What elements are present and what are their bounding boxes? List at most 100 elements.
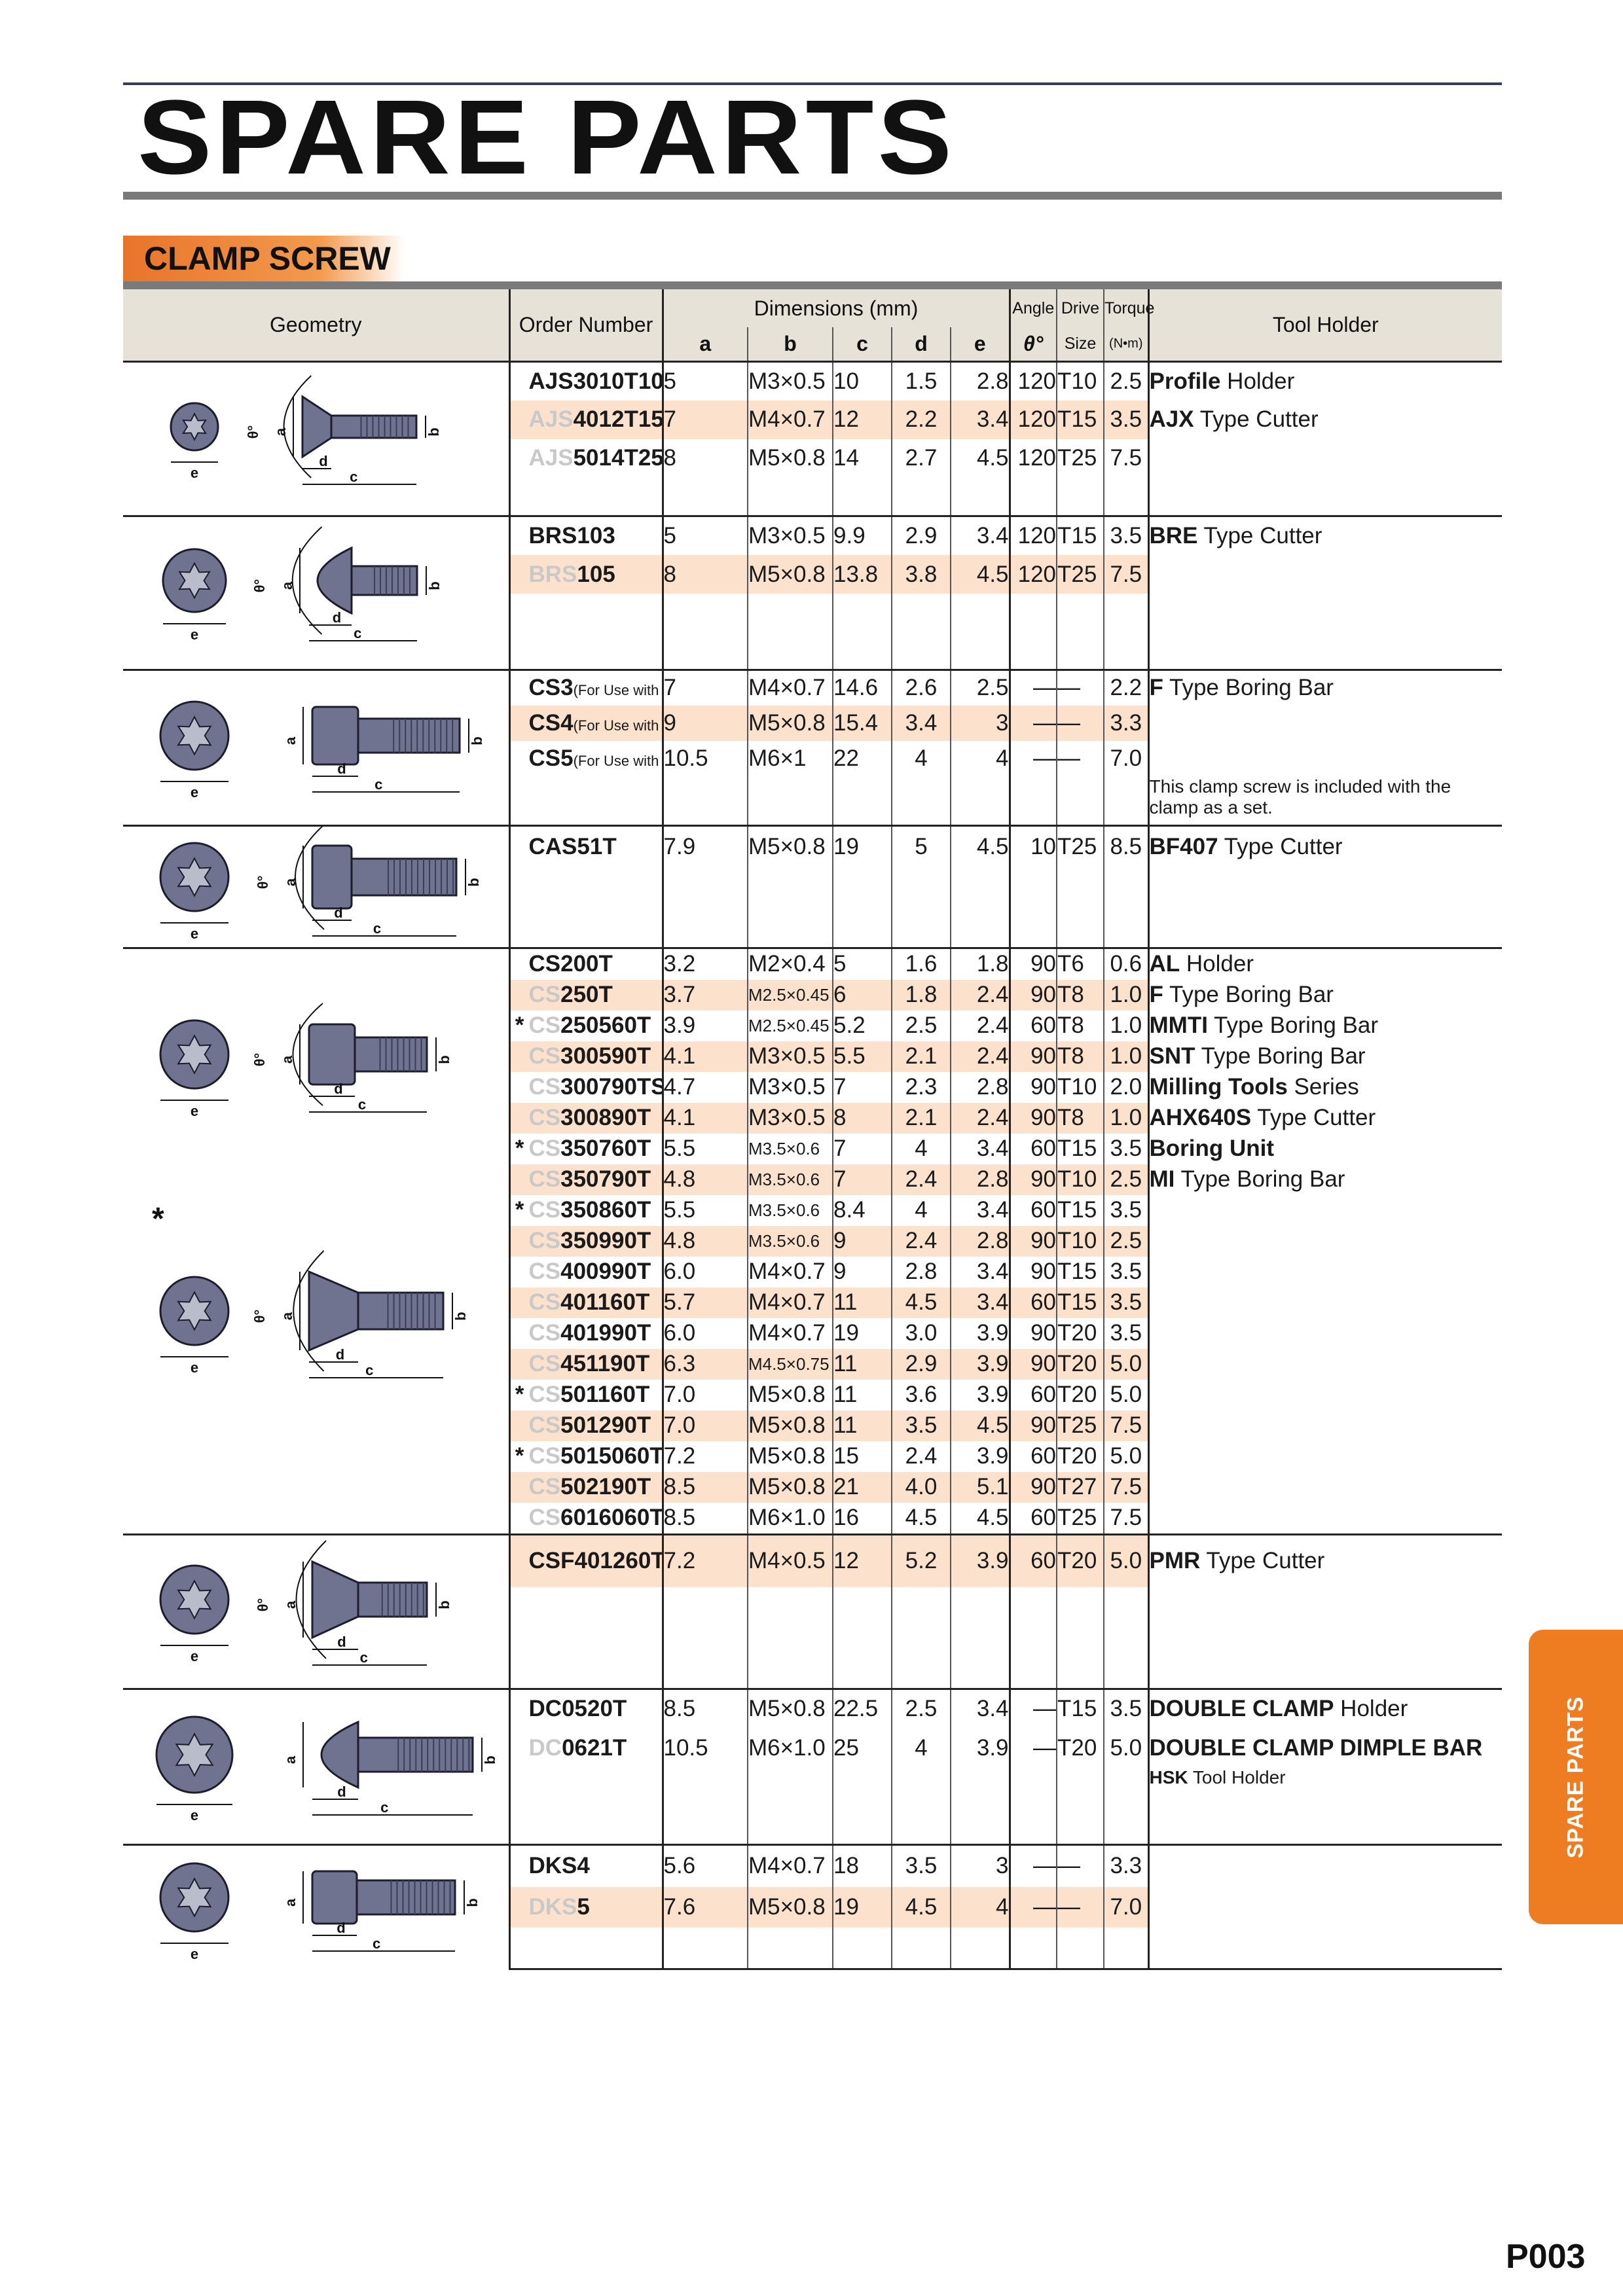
blank-cell — [832, 776, 892, 825]
dim-label-d: d — [338, 761, 346, 777]
cell-torque: 1.0 — [1103, 1041, 1149, 1072]
cell-e: 4 — [949, 1886, 1010, 1928]
blank-cell — [949, 476, 1010, 516]
blank-order — [508, 1928, 663, 1971]
dim-label-a: a — [282, 1600, 299, 1609]
tool-holder-cell — [1147, 593, 1503, 631]
blank-cell — [1056, 476, 1104, 516]
top-rule — [123, 82, 1502, 85]
cell-e: 3 — [949, 1843, 1010, 1887]
order-prefix: CS — [528, 1197, 561, 1223]
blank-cell — [891, 1767, 951, 1806]
dim-label-e: e — [191, 1103, 198, 1119]
header-order-number: Order Number — [508, 289, 663, 361]
order-number-cell: *CS501160T — [508, 1379, 663, 1410]
side-view — [311, 706, 461, 765]
cell-b: M5×0.8 — [747, 555, 833, 594]
side-view — [311, 1560, 428, 1639]
tool-holder-cell — [1147, 1805, 1503, 1844]
cell-c: 21 — [832, 1471, 892, 1503]
cell-torque: 7.0 — [1103, 1886, 1149, 1928]
cell-d: 4 — [891, 741, 951, 777]
holder-note: This clamp screw is included with the cl… — [1149, 776, 1451, 818]
cell-d: 3.8 — [891, 555, 951, 594]
cell-drive: T27 — [1056, 1471, 1104, 1503]
order-number-cell: CS401990T — [508, 1318, 663, 1349]
end-view — [159, 1862, 230, 1932]
cell-e: 2.4 — [949, 1102, 1010, 1134]
order-prefix: BRS — [528, 561, 577, 587]
order-suffix: 250560T — [560, 1013, 651, 1038]
blank-cell — [891, 476, 951, 516]
blank-row — [123, 1587, 1503, 1638]
dim-label-theta: θ° — [255, 1598, 271, 1611]
cell-a: 10.5 — [661, 741, 748, 777]
cell-c: 22.5 — [832, 1687, 892, 1729]
cell-a: 4.8 — [661, 1225, 748, 1257]
cell-torque: 5.0 — [1103, 1379, 1149, 1410]
order-suffix: 4012T15 — [573, 406, 663, 433]
dim-label-e: e — [191, 1807, 198, 1823]
tool-holder-text: Holder — [1180, 951, 1254, 977]
cell-angle: 90 — [1008, 946, 1057, 980]
blank-cell — [891, 906, 951, 948]
blank-cell — [891, 1805, 951, 1844]
dim-label-c: c — [373, 920, 381, 937]
cell-b: M4×0.7 — [747, 1318, 833, 1349]
order-prefix: CS — [528, 1013, 561, 1038]
cell-c: 10 — [832, 360, 892, 401]
torx-socket-icon — [177, 856, 212, 897]
blank-cell — [661, 906, 748, 948]
cell-a: 7.6 — [661, 1886, 748, 1928]
cell-e: 2.5 — [949, 668, 1010, 706]
order-number-cell: DKS5 — [508, 1886, 663, 1928]
cell-b: M4.5×0.75 — [747, 1348, 833, 1380]
cell-d: 4 — [891, 1729, 951, 1768]
cell-drive: T25 — [1056, 1410, 1104, 1441]
header-torque-unit: (N•m) — [1103, 327, 1149, 361]
order-prefix: CS — [528, 951, 561, 977]
order-suffix: 3010T10 — [573, 368, 663, 394]
tool-holder-cell — [1147, 1318, 1503, 1349]
cell-e: 3.4 — [949, 1687, 1010, 1729]
blank-cell — [1103, 630, 1149, 670]
dim-label-a: a — [282, 736, 299, 745]
cell-angle: 60 — [1008, 1194, 1057, 1226]
blank-cell — [832, 1928, 892, 1971]
order-prefix: CS — [528, 1474, 561, 1499]
blank-order — [508, 776, 663, 825]
blank-cell — [949, 1587, 1010, 1638]
cell-drive: T20 — [1056, 1348, 1104, 1380]
cell-drive: T20 — [1056, 1318, 1104, 1349]
section-underline — [123, 281, 1502, 289]
order-number-cell: DC0621T — [508, 1729, 663, 1768]
tool-holder-cell — [1147, 630, 1503, 670]
cell-c: 14.6 — [832, 668, 892, 706]
tool-holder-cell: SNT Type Boring Bar — [1147, 1041, 1503, 1072]
tool-holder-text: Holder — [1334, 1696, 1408, 1722]
cell-torque: 8.5 — [1103, 824, 1149, 867]
tool-holder-bold: MI — [1149, 1166, 1175, 1192]
cell-c: 11 — [832, 1287, 892, 1318]
screw-shank — [330, 414, 418, 439]
blank-cell — [1056, 867, 1104, 907]
blank-order — [508, 1587, 663, 1638]
dim-label-c: c — [354, 625, 361, 641]
blank-cell — [1008, 1805, 1057, 1844]
order-suffix: 105 — [577, 561, 615, 587]
cell-torque: 3.5 — [1103, 1687, 1149, 1729]
blank-row — [123, 476, 1503, 516]
blank-cell — [1008, 867, 1057, 907]
order-prefix: CS — [528, 1136, 561, 1161]
blank-cell — [1103, 1587, 1149, 1638]
cell-drive: T8 — [1056, 1102, 1104, 1134]
cell-e: 4.5 — [949, 824, 1010, 867]
cell-drive: T8 — [1056, 1010, 1104, 1041]
cell-e: 3.4 — [949, 514, 1010, 556]
cell-b: M4×0.7 — [747, 401, 833, 439]
